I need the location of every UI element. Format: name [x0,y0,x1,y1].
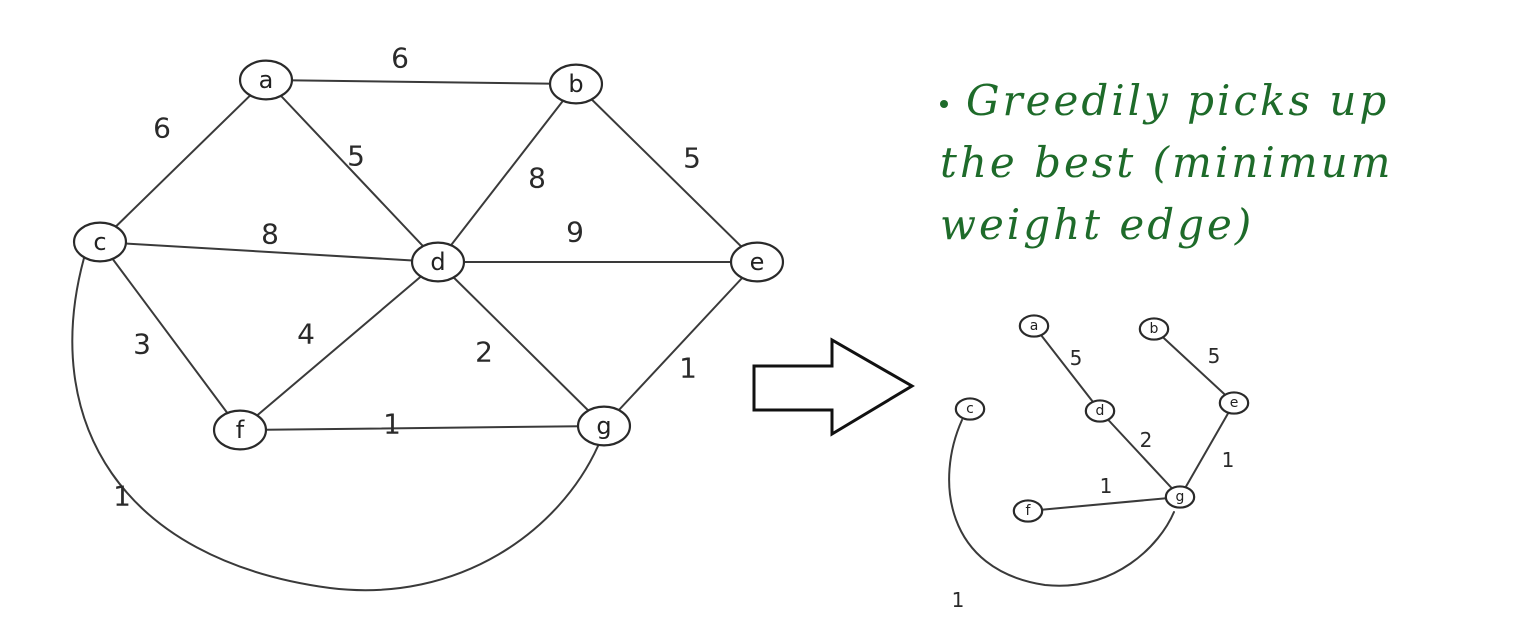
mst-edge-c-g [948,419,1175,587]
mst-edge-b-e [1153,328,1235,404]
graph-node-label-f: f [236,416,245,444]
graph-node-c [72,221,128,263]
mst-edge-f-g [1027,496,1181,512]
graph-node-label-b: b [568,70,583,98]
graph-weight-b-e: 5 [683,142,701,175]
mst-weight-a-d: 5 [1070,346,1083,370]
graph-edge-b-d [437,83,577,263]
graph-node-b [548,63,604,105]
graph-node-label-g: g [596,412,611,440]
mst-edge-d-g [1099,410,1181,498]
graph-weight-e-g: 1 [679,352,697,385]
note-text-1: Greedily picks up [966,76,1390,125]
mst-weight-f-g: 1 [1100,474,1113,498]
transform-arrow [752,337,915,437]
mst-edge-e-g [1179,402,1235,498]
mst-node-c [954,397,986,421]
mst-node-f [1012,499,1044,523]
graph-weight-d-g: 2 [475,336,493,369]
mst-node-b [1138,317,1170,341]
mst-weight-e-g: 1 [1222,448,1235,472]
graph-node-label-c: c [93,228,106,256]
graph-weight-c-g: 1 [113,480,131,513]
mst-weight-b-e: 5 [1208,344,1221,368]
bullet-icon [940,100,948,108]
mst-node-label-d: d [1096,403,1105,419]
graph-weight-a-c: 6 [153,112,171,145]
graph-weight-d-e: 9 [566,216,584,249]
mst-node-label-b: b [1150,321,1159,337]
graph-node-f [212,409,268,451]
mst-weight-d-g: 2 [1140,428,1153,452]
graph-weight-a-b: 6 [391,42,409,75]
mst-edge-a-d [1033,325,1101,412]
graph-edge-b-e [575,83,758,263]
note-line-2: the best (minimum [940,138,1394,187]
graph-node-e [729,241,785,283]
graph-node-d [410,241,466,283]
graph-edge-a-c [99,79,267,243]
graph-edge-c-d [99,241,439,263]
graph-node-label-a: a [259,66,274,94]
graph-edge-a-d [265,79,439,263]
graph-edge-e-g [603,261,758,427]
right-arrow-icon [752,337,915,437]
mst-node-label-c: c [966,401,974,417]
graph-weight-b-d: 8 [528,162,546,195]
graph-weight-c-f: 3 [133,328,151,361]
mst-node-d [1084,399,1116,423]
greedy-note: Greedily picks up the best (minimum weig… [940,70,1520,256]
mst-node-a [1018,314,1050,338]
mst-node-g [1164,485,1196,509]
graph-edge-d-f [239,261,439,431]
note-line-1: Greedily picks up [940,70,1520,132]
graph-weight-c-d: 8 [261,218,279,251]
note-line-3: weight edge) [940,200,1255,249]
graph-edge-c-g [71,257,599,592]
graph-node-label-d: d [430,248,445,276]
mst-node-e [1218,391,1250,415]
mst-node-label-f: f [1026,503,1032,519]
graph-edge-a-b [265,79,577,85]
graph-edge-f-g [239,425,605,431]
graph-edge-c-f [99,241,241,431]
mst-node-label-g: g [1176,489,1185,505]
graph-weight-f-g: 1 [383,408,401,441]
graph-weight-a-d: 5 [347,140,365,173]
graph-node-a [238,59,294,101]
mst-node-label-e: e [1230,395,1239,411]
mst-node-label-a: a [1030,318,1039,334]
graph-node-label-e: e [750,248,765,276]
graph-weight-d-f: 4 [297,318,315,351]
graph-node-g [576,405,632,447]
minimum-spanning-tree: 5 5 2 1 1 1 a b c d e f g [948,314,1250,612]
graph-edge-d-g [437,261,605,427]
mst-weight-c-g: 1 [952,588,965,612]
